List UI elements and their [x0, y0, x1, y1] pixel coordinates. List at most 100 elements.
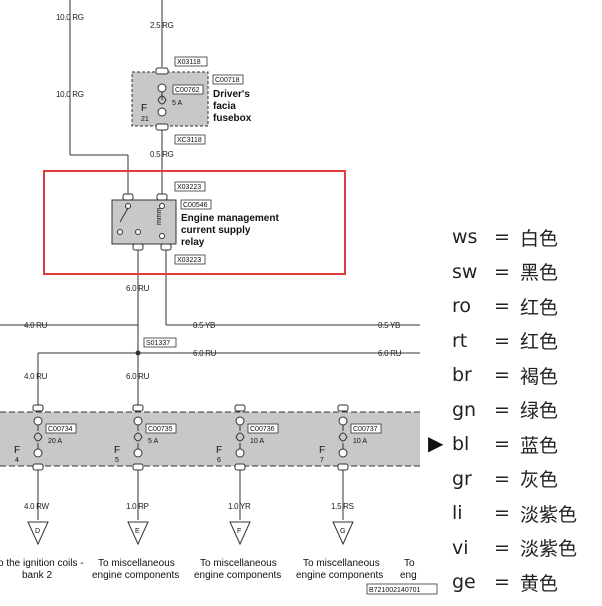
fuse-symbol — [338, 416, 348, 426]
legend-meaning: 淡紫色 — [520, 503, 578, 526]
destination-letter: G — [340, 528, 345, 535]
wire-label: 0.5 YB — [378, 321, 400, 330]
connector-label: C00735 — [148, 426, 173, 433]
wire-label: 4.0 RW — [24, 502, 49, 511]
destination-triangle — [332, 521, 354, 546]
fuse-letter: F — [14, 445, 20, 456]
fuse-rating: 20 A — [48, 438, 62, 445]
wire-label: 0.5 RG — [150, 150, 174, 159]
wire-label: 6.0 RU — [126, 284, 150, 293]
destination-label: engine components — [296, 570, 383, 581]
legend-eq: = — [494, 398, 510, 421]
legend-row: br = 褐色 — [452, 360, 558, 390]
legend-row: vi=淡紫色 — [452, 533, 577, 563]
fuse-letter: F — [114, 445, 120, 456]
destination-triangle — [229, 521, 251, 546]
legend-eq: = — [494, 260, 510, 283]
splice-label: S01337 — [146, 340, 170, 347]
fuse-symbol — [133, 416, 143, 426]
wires — [0, 0, 420, 520]
fuse-letter: F — [319, 445, 325, 456]
relay-title: current supply — [181, 225, 251, 236]
wire-label: 10.0 RG — [56, 13, 84, 22]
legend-code: ge — [452, 571, 476, 593]
splice-dot — [135, 350, 141, 356]
legend-meaning: 白色 — [520, 227, 559, 250]
relay-title: relay — [181, 237, 205, 248]
fuse-rating: 5 A — [172, 100, 182, 107]
destination-label: o the ignition coils - — [0, 558, 84, 569]
legend-row: ws = 白色 — [452, 222, 558, 252]
connector-label: C00737 — [353, 426, 378, 433]
destination-label: engine components — [92, 570, 179, 581]
legend-meaning: 红色 — [520, 296, 559, 319]
fusebox-box — [131, 71, 209, 127]
fuse-symbol — [235, 416, 245, 426]
legend-row: ge=黄色 — [452, 567, 558, 597]
fuse-band — [0, 411, 420, 467]
fuse-number: 5 — [115, 457, 119, 464]
legend-eq: = — [494, 536, 510, 559]
fusebox-title: Driver's — [213, 89, 250, 100]
connector-label: X03223 — [177, 257, 201, 264]
legend-eq: = — [494, 329, 510, 352]
fusebox-title: fusebox — [213, 113, 252, 124]
destination-letter: D — [35, 528, 40, 535]
relay-highlight-frame — [43, 170, 346, 275]
legend-code: vi — [452, 536, 469, 559]
wire-labels: 10.0 RG 2.5 RG 10.0 RG 0.5 RG 6.0 RU 4.0… — [24, 13, 402, 511]
legend-code: ro — [452, 295, 472, 317]
fuse-rating: 5 A — [148, 438, 158, 445]
fuse-number: 7 — [320, 457, 324, 464]
fuse-band-box — [0, 412, 420, 466]
destination-letter: E — [135, 528, 140, 535]
destination-letter: F — [237, 528, 241, 535]
reference-code: B721002140701 — [369, 587, 420, 594]
legend-row: rt=红色 — [452, 326, 558, 356]
fusebox-title: facia — [213, 101, 236, 112]
bottom-labels: o the ignition coils - bank 2 To miscell… — [0, 558, 417, 581]
connector-label: C00736 — [250, 426, 275, 433]
next-arrow-icon[interactable]: ▶ — [428, 433, 444, 455]
destination-label: To — [404, 558, 415, 569]
legend-code: gn — [452, 398, 477, 421]
connector-label: XC3118 — [177, 137, 202, 144]
relay-title: Engine management — [181, 213, 279, 224]
legend-meaning: 蓝色 — [520, 434, 559, 457]
legend-meaning: 红色 — [520, 331, 559, 353]
legend-eq: = — [494, 571, 510, 593]
legend-meaning: 褐色 — [520, 365, 559, 388]
relay-block: mmm X03223 C00546 Engine management curr… — [111, 181, 279, 265]
relay-coil: mmm — [156, 207, 163, 225]
legend-row: li=淡紫色 — [452, 498, 577, 528]
wire-label: 4.0 RU — [24, 321, 48, 330]
wire-label: 0.5 YB — [193, 321, 215, 330]
destination-label: To miscellaneous — [98, 558, 175, 569]
legend-eq: = — [494, 364, 510, 386]
fuse-rating: 10 A — [250, 438, 264, 445]
connector-label: X03223 — [177, 184, 201, 191]
fuse-letter: F — [216, 445, 222, 456]
connector-label: C00546 — [183, 202, 208, 209]
connector-label: C00734 — [48, 426, 73, 433]
wire-label: 6.0 RU — [378, 349, 402, 358]
wire-label: 1.5 RS — [331, 502, 354, 511]
legend-code: ws — [452, 226, 478, 248]
fuse-letter: F — [141, 103, 147, 114]
legend-eq: = — [494, 433, 510, 455]
legend-row: bl=蓝色 — [452, 429, 558, 459]
destination-label: To miscellaneous — [200, 558, 277, 569]
destination-triangle — [27, 521, 49, 546]
legend-row: ro=红色 — [452, 291, 558, 321]
wire-label: 6.0 RU — [193, 349, 217, 358]
legend-eq: = — [494, 502, 510, 524]
legend-code: br — [452, 364, 472, 386]
connector-label: C00762 — [175, 87, 200, 94]
destination-label: To miscellaneous — [303, 558, 380, 569]
fuse-symbol — [157, 83, 167, 93]
legend-eq: = — [494, 226, 510, 248]
legend-meaning: 绿色 — [520, 400, 559, 422]
